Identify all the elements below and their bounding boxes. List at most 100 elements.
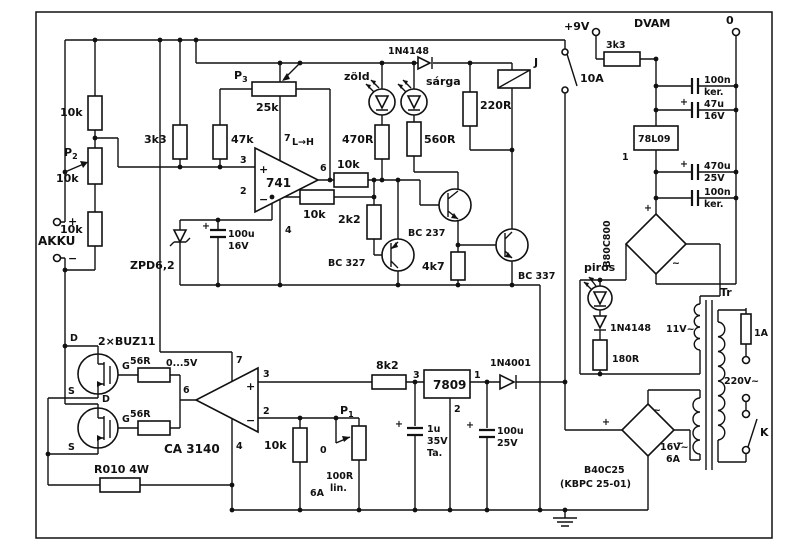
ca-plus-sign: + bbox=[246, 380, 255, 393]
regulator-78l09 bbox=[633, 125, 679, 151]
d1-label: D bbox=[70, 333, 78, 344]
resistor-56r2-label: 56R bbox=[130, 409, 151, 420]
led-red-label: piros bbox=[584, 261, 616, 274]
pot-p2-value-label: 10k bbox=[56, 172, 79, 185]
ca-pin7-label: 7 bbox=[236, 355, 243, 366]
pin-6-label: 6 bbox=[320, 163, 327, 174]
pot-p3-wiper-arrow bbox=[282, 73, 290, 81]
mosfet-buz11-1 bbox=[77, 353, 119, 395]
resistor-10k-out bbox=[333, 172, 369, 188]
diode-1n4148-relay-label: 1N4148 bbox=[388, 46, 429, 57]
g2-label: G bbox=[122, 414, 130, 425]
diode-1n4148-relay bbox=[417, 55, 433, 71]
resistor-3k3-aux bbox=[603, 51, 641, 67]
pot-p1-value-label: 100R bbox=[326, 471, 354, 482]
pot-p1-taper-label: lin. bbox=[330, 483, 347, 494]
led-green bbox=[365, 79, 396, 116]
resistor-10k-fb bbox=[299, 189, 335, 205]
cap-47u-v-label: 16V bbox=[704, 111, 725, 122]
resistor-10k-bottom bbox=[87, 211, 103, 247]
resistor-180r-label: 180R bbox=[612, 354, 640, 365]
scale-zero-label: 0 bbox=[320, 445, 327, 456]
scale-max-label: 6A bbox=[310, 488, 325, 499]
transistor-bc237 bbox=[438, 188, 472, 222]
ca-pin2-label: 2 bbox=[263, 406, 270, 417]
shunt-label: R010 4W bbox=[94, 463, 149, 476]
ca-minus-sign: − bbox=[246, 414, 255, 427]
opamp-741-label: 741 bbox=[266, 176, 291, 190]
mosfet-name-label: 2×BUZ11 bbox=[98, 335, 155, 348]
78l09-pin-label: 1 bbox=[622, 152, 629, 163]
resistor-8k2-label: 8k2 bbox=[376, 359, 399, 372]
s1-label: S bbox=[68, 386, 75, 397]
led-yellow-label: sárga bbox=[426, 75, 461, 88]
g1-label: G bbox=[122, 361, 130, 372]
pot-p1-label: P1 bbox=[340, 404, 354, 419]
led-green-label: zöld bbox=[344, 70, 370, 83]
relay-j-label: J bbox=[533, 56, 538, 69]
resistor-47k bbox=[212, 124, 228, 160]
b40c25-plus-sign: + bbox=[602, 417, 610, 428]
resistor-10k-gnd bbox=[292, 427, 308, 463]
pot-p3-label: P3 bbox=[234, 69, 248, 84]
cap-470u-label: 470u bbox=[704, 161, 731, 172]
resistor-4k7-label: 4k7 bbox=[422, 260, 445, 273]
resistor-56r-1 bbox=[137, 367, 171, 383]
bc237-label: BC 237 bbox=[408, 228, 445, 239]
resistor-56r-2 bbox=[137, 420, 171, 436]
switch-10a-contact bbox=[561, 86, 569, 94]
components bbox=[52, 27, 752, 493]
zener-zpd62 bbox=[172, 229, 188, 244]
mode-label: L→H bbox=[292, 137, 314, 148]
transformer-label: Tr bbox=[720, 286, 732, 299]
aux-9v-label: +9V bbox=[564, 20, 590, 33]
aux-filter-capacitors bbox=[690, 78, 700, 206]
battery-plus-terminal bbox=[52, 217, 62, 227]
cap-25v-label: 25V bbox=[497, 438, 518, 449]
bc327-label: BC 327 bbox=[328, 258, 365, 269]
cap-47u-plus-sign: + bbox=[680, 97, 688, 108]
resistor-2k2-label: 2k2 bbox=[338, 213, 361, 226]
aux-0-label: 0 bbox=[726, 14, 734, 27]
battery-plus-label: + bbox=[68, 215, 77, 228]
relay-j bbox=[497, 69, 531, 89]
resistor-3k3-label: 3k3 bbox=[144, 133, 167, 146]
cap-100n2-type-label: ker. bbox=[704, 199, 723, 210]
pot-p1-wiper-arrow bbox=[342, 436, 350, 442]
fuse-1a bbox=[740, 313, 752, 345]
led-yellow bbox=[397, 79, 428, 116]
cap-470u-plus-sign: + bbox=[680, 159, 688, 170]
mains-terminal-2 bbox=[741, 393, 751, 403]
resistor-10k-bottom-label: 10k bbox=[60, 223, 83, 236]
pot-p2-label: P2 bbox=[64, 146, 78, 161]
b80c800-ac-sign: ~ bbox=[672, 258, 680, 269]
b40c25-ac1-sign: ~ bbox=[653, 405, 661, 416]
cap-100u25-label: 100u bbox=[497, 426, 524, 437]
resistor-4k7 bbox=[450, 251, 466, 281]
resistor-220r bbox=[462, 91, 478, 127]
winding-11v-label: 11V~ bbox=[666, 324, 695, 335]
winding-16v bbox=[692, 397, 701, 455]
bridge-b40c25-label: B40C25 bbox=[584, 465, 625, 476]
resistor-3k3 bbox=[172, 124, 188, 160]
cap-100n1-type-label: ker. bbox=[704, 87, 723, 98]
labels: + AKKU − 10k P2 10k 10k 3k3 47k P3 25k 7… bbox=[38, 14, 769, 499]
b80c800-plus-sign: + bbox=[644, 203, 652, 214]
pin-4-label: 4 bbox=[285, 225, 292, 236]
diode-1n4148-red bbox=[592, 315, 608, 331]
resistor-47k-label: 47k bbox=[231, 133, 254, 146]
dvam-label: DVAM bbox=[634, 17, 670, 30]
resistor-8k2 bbox=[371, 374, 407, 390]
pin-gnd-label: 2 bbox=[454, 404, 461, 415]
resistor-10k-out-label: 10k bbox=[337, 158, 360, 171]
ca-pin4-label: 4 bbox=[236, 441, 243, 452]
transistor-bc337 bbox=[495, 228, 529, 262]
ca-pin6-label: 6 bbox=[183, 385, 190, 396]
pot-p1 bbox=[351, 425, 367, 461]
bc337-label: BC 337 bbox=[518, 271, 555, 282]
cap-1u-label: 1u bbox=[427, 424, 440, 435]
diode-1n4001-label: 1N4001 bbox=[490, 358, 531, 369]
zener-bar bbox=[169, 237, 191, 247]
